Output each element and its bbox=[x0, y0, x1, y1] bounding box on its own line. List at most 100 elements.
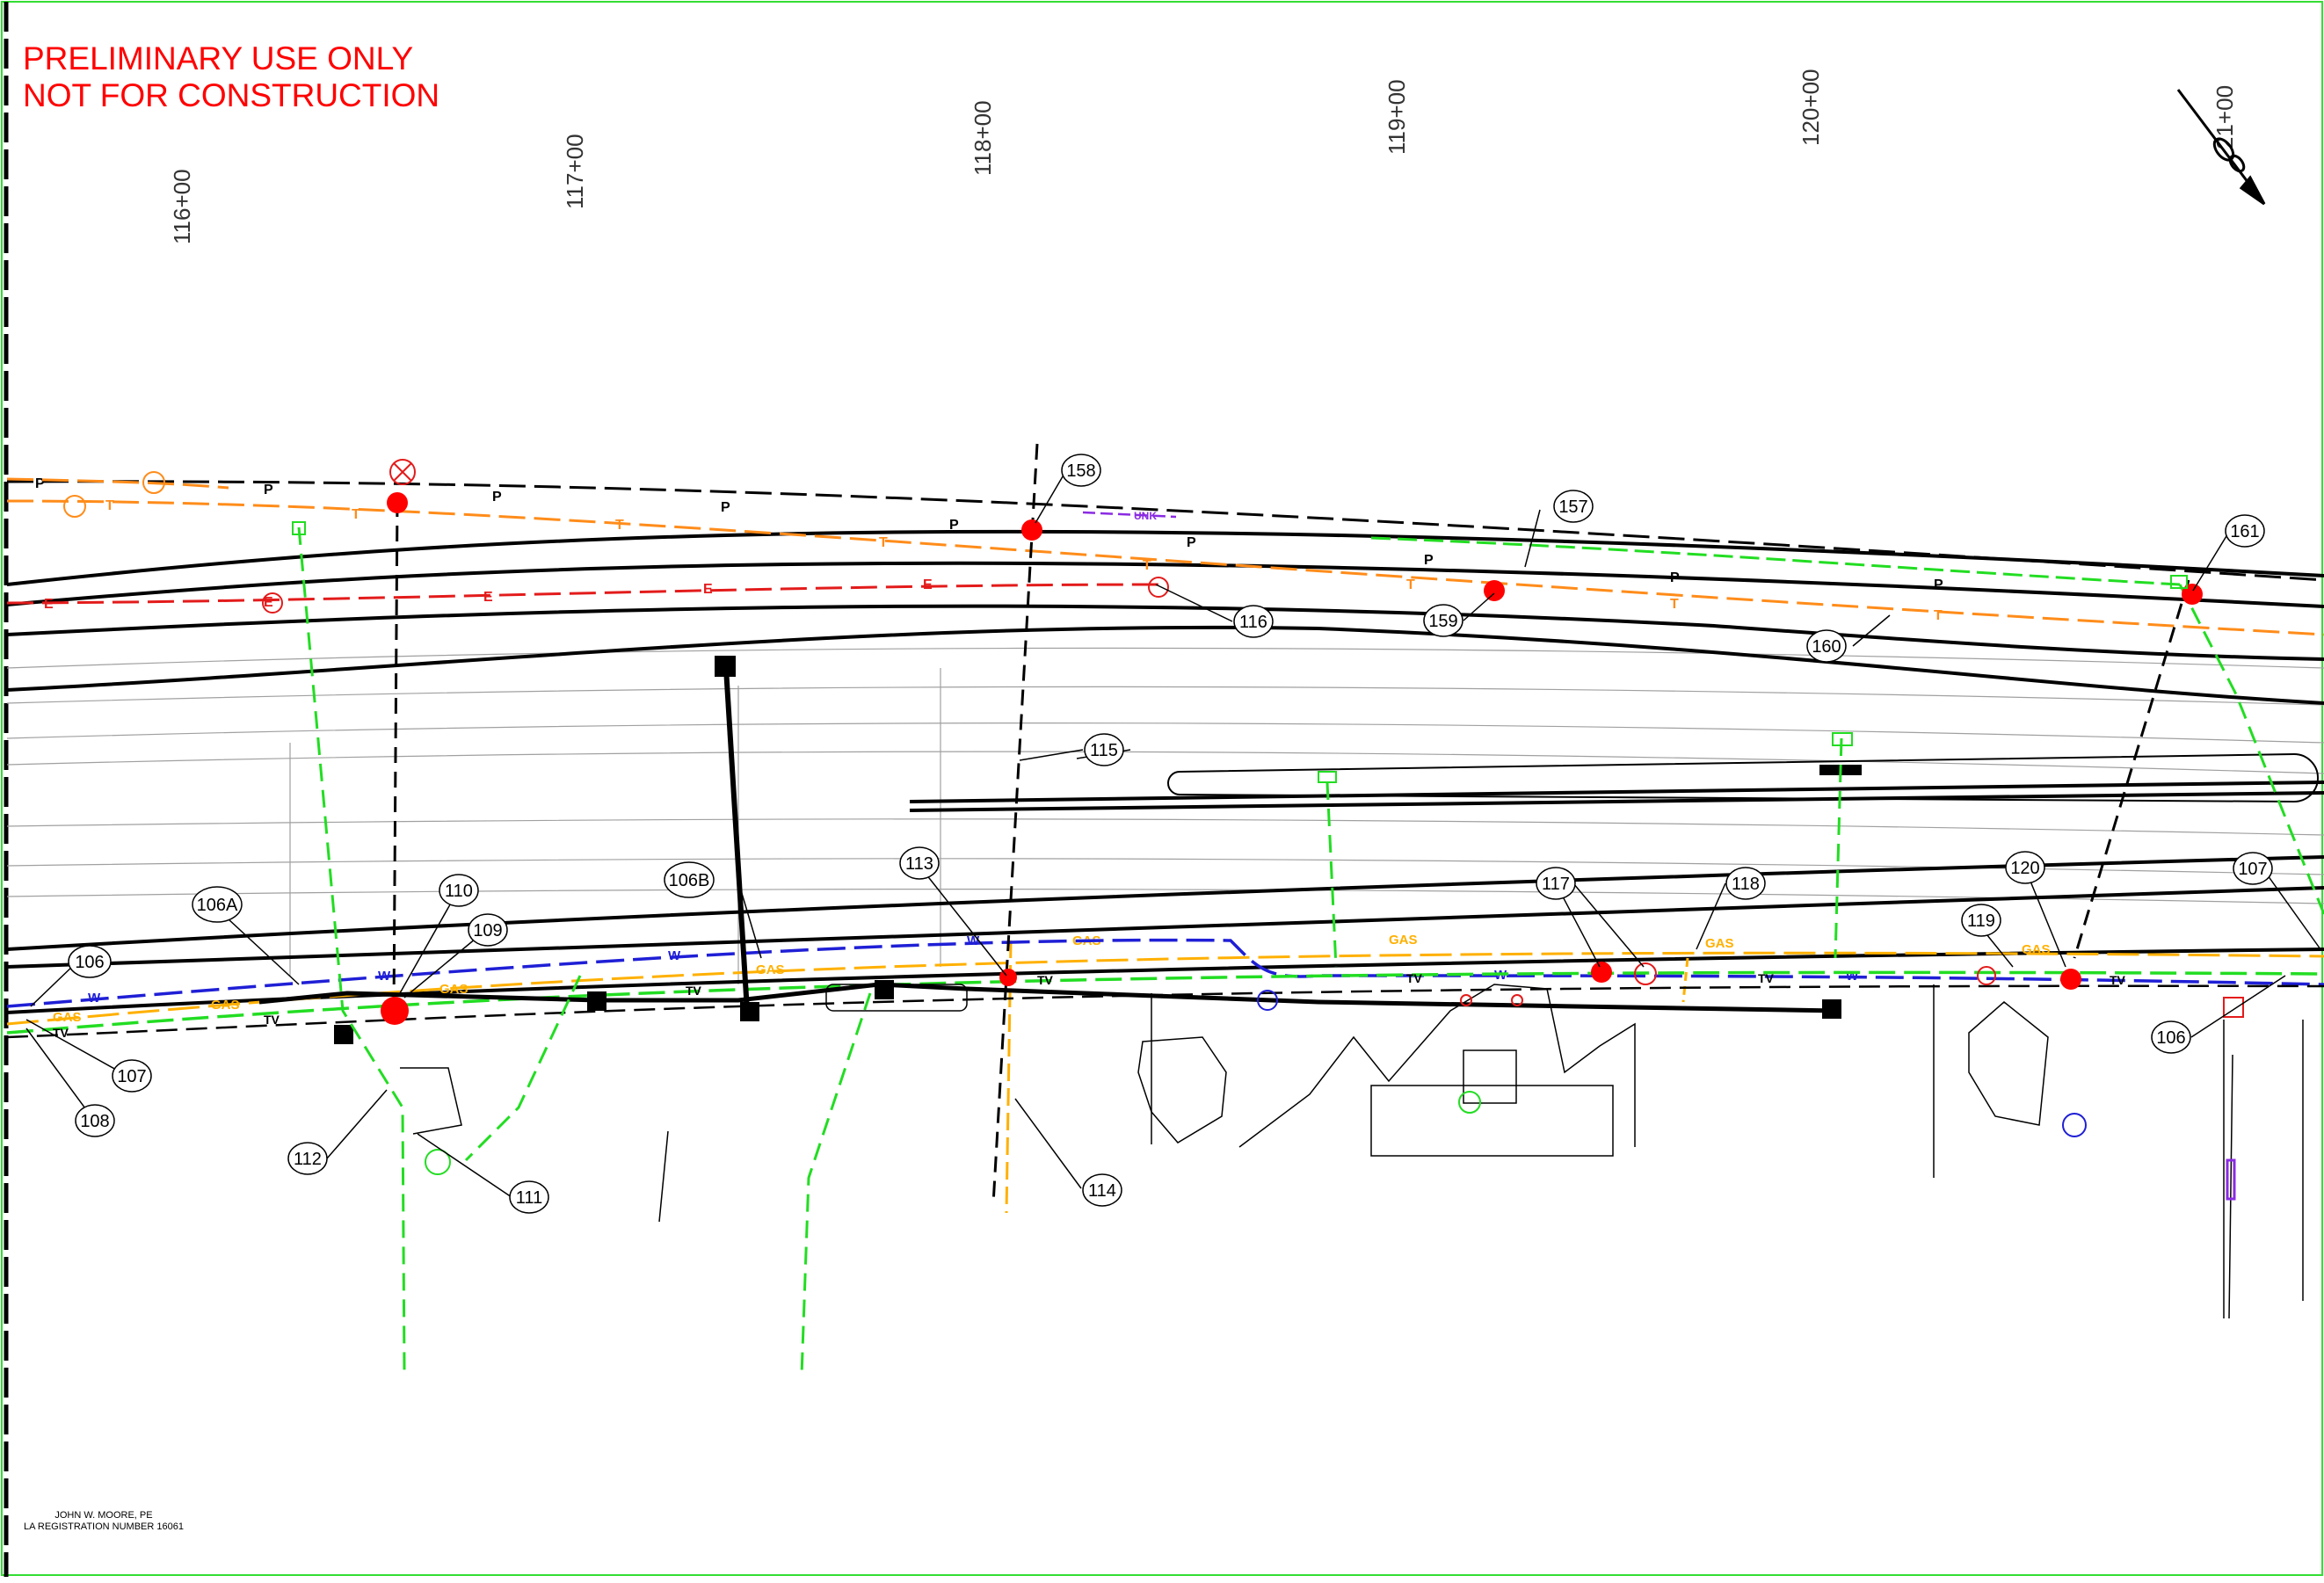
svg-text:GAS: GAS bbox=[1705, 936, 1734, 951]
svg-text:T: T bbox=[615, 518, 624, 533]
svg-text:TV: TV bbox=[2110, 973, 2126, 987]
svg-text:E: E bbox=[923, 577, 933, 592]
median-island bbox=[1167, 752, 2319, 803]
callout-120: 120 bbox=[2010, 859, 2039, 878]
callout-160: 160 bbox=[1812, 637, 1841, 657]
callout-106A: 106A bbox=[197, 896, 238, 915]
svg-text:E: E bbox=[44, 597, 54, 612]
sewer-line-frontage bbox=[6, 970, 2324, 1035]
callout-113: 113 bbox=[905, 854, 933, 874]
svg-text:P: P bbox=[949, 518, 959, 533]
callout-109: 109 bbox=[473, 921, 502, 940]
svg-text:TV: TV bbox=[1406, 971, 1423, 985]
callout-111: 111 bbox=[516, 1188, 542, 1208]
svg-text:T: T bbox=[352, 507, 360, 522]
callout-106B: 106B bbox=[669, 871, 710, 890]
svg-text:GAS: GAS bbox=[211, 998, 240, 1013]
red-structure bbox=[2223, 997, 2244, 1018]
station-label-117: 117+00 bbox=[562, 134, 588, 209]
svg-text:GAS: GAS bbox=[2022, 942, 2051, 957]
lane-lines bbox=[6, 647, 2324, 984]
callout-161: 161 bbox=[2230, 522, 2259, 541]
svg-text:W: W bbox=[1846, 969, 1859, 984]
orange-symbols bbox=[63, 471, 165, 518]
callout-108: 108 bbox=[80, 1112, 109, 1131]
callout-107-right: 107 bbox=[2238, 860, 2267, 879]
station-labels: 116+00 117+00 118+00 119+00 120+00 21+00 bbox=[169, 69, 2238, 244]
svg-text:E: E bbox=[264, 595, 273, 610]
station-label-119: 119+00 bbox=[1384, 79, 1410, 155]
svg-text:UNK: UNK bbox=[1134, 510, 1157, 522]
callout-106: 106 bbox=[75, 953, 104, 972]
callout-119: 119 bbox=[1967, 911, 1995, 931]
north-arrow-icon bbox=[2176, 89, 2266, 206]
preliminary-notice: PRELIMINARY USE ONLY NOT FOR CONSTRUCTIO… bbox=[23, 40, 439, 114]
svg-text:P: P bbox=[1187, 535, 1196, 550]
telephone-line: T T T T T T T T bbox=[6, 477, 2324, 636]
unknown-structure bbox=[2226, 1158, 2236, 1201]
svg-text:T: T bbox=[1670, 597, 1679, 612]
station-label-116: 116+00 bbox=[169, 169, 195, 244]
engineer-registration: LA REGISTRATION NUMBER 16061 bbox=[24, 1521, 184, 1532]
electric-line: E E E E E bbox=[6, 577, 1161, 612]
svg-text:W: W bbox=[668, 948, 681, 963]
callout-117: 117 bbox=[1542, 875, 1570, 894]
engineer-stamp: JOHN W. MOORE, PE LA REGISTRATION NUMBER… bbox=[24, 1510, 184, 1533]
sewer-laterals bbox=[297, 526, 2324, 1376]
callout-116: 116 bbox=[1239, 613, 1267, 632]
svg-text:T: T bbox=[1143, 558, 1151, 573]
callout-106-right: 106 bbox=[2156, 1028, 2185, 1048]
callout-159: 159 bbox=[1428, 612, 1457, 631]
svg-text:GAS: GAS bbox=[1389, 933, 1418, 948]
svg-text:TV: TV bbox=[1037, 973, 1054, 987]
callout-107: 107 bbox=[117, 1067, 146, 1086]
pole-crossings bbox=[392, 443, 2190, 1205]
svg-text:E: E bbox=[703, 582, 713, 597]
gas-line: GAS GAS GAS GAS GAS GAS GAS GAS bbox=[6, 933, 2324, 1214]
svg-text:P: P bbox=[721, 500, 730, 515]
svg-text:E: E bbox=[483, 590, 493, 605]
svg-text:T: T bbox=[879, 535, 888, 550]
valve-symbols bbox=[262, 459, 1996, 1006]
callout-158: 158 bbox=[1066, 461, 1095, 481]
svg-text:W: W bbox=[88, 991, 101, 1006]
blue-symbols bbox=[1257, 990, 2087, 1137]
svg-text:P: P bbox=[35, 476, 45, 491]
callout-118: 118 bbox=[1732, 875, 1760, 894]
svg-text:GAS: GAS bbox=[756, 962, 785, 977]
svg-text:TV: TV bbox=[264, 1013, 280, 1027]
engineer-name: JOHN W. MOORE, PE bbox=[54, 1510, 153, 1521]
svg-text:W: W bbox=[967, 933, 980, 948]
svg-text:TV: TV bbox=[1758, 971, 1775, 985]
power-line: P P P P P P P P P bbox=[6, 476, 2324, 592]
svg-text:T: T bbox=[1406, 577, 1415, 592]
notice-line-1: PRELIMINARY USE ONLY bbox=[23, 40, 414, 76]
callouts: 106 106A 106B 107 108 109 110 111 112 11… bbox=[25, 454, 2321, 1214]
svg-text:T: T bbox=[105, 498, 114, 513]
svg-text:P: P bbox=[1424, 553, 1434, 568]
svg-text:P: P bbox=[1670, 570, 1680, 585]
station-label-120: 120+00 bbox=[1797, 69, 1824, 146]
notice-line-2: NOT FOR CONSTRUCTION bbox=[23, 77, 440, 113]
callout-114: 114 bbox=[1088, 1181, 1116, 1201]
callout-110: 110 bbox=[445, 882, 473, 901]
water-line: W W W W W W bbox=[6, 933, 2324, 1008]
callout-112: 112 bbox=[294, 1150, 322, 1169]
callout-115: 115 bbox=[1090, 741, 1118, 760]
building-outlines bbox=[400, 984, 2304, 1319]
svg-text:P: P bbox=[492, 490, 502, 505]
svg-text:TV: TV bbox=[686, 984, 702, 998]
green-symbols bbox=[292, 521, 2188, 1175]
svg-text:GAS: GAS bbox=[53, 1010, 82, 1025]
svg-text:P: P bbox=[1934, 577, 1943, 592]
sewer-line-upper bbox=[1370, 536, 2181, 586]
storm-drain-line bbox=[258, 656, 1862, 1044]
svg-text:W: W bbox=[378, 969, 391, 984]
svg-text:T: T bbox=[1934, 608, 1943, 623]
tv-line: TV TV TV TV TV TV TV bbox=[6, 971, 2324, 1040]
svg-text:P: P bbox=[264, 483, 273, 497]
callout-157: 157 bbox=[1558, 497, 1587, 517]
